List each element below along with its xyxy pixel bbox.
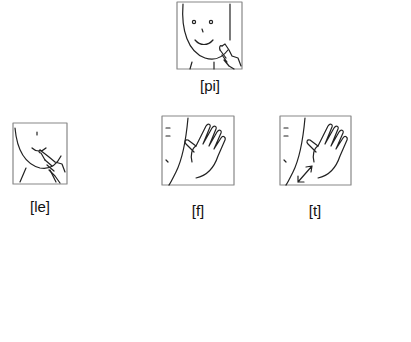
sound-label: [le] (30, 199, 50, 216)
eye (192, 20, 195, 23)
eye (209, 20, 212, 23)
panel-frame (280, 116, 351, 185)
finger (220, 46, 222, 50)
sound-label: [pi] (200, 78, 220, 95)
mouth (195, 40, 213, 45)
face-outline (169, 118, 188, 185)
sound-label: [f] (192, 203, 205, 220)
handshape-panel (177, 2, 242, 69)
eye (284, 128, 288, 136)
panel-frame (13, 123, 67, 184)
eye (166, 128, 170, 136)
nose (36, 132, 37, 135)
face-edge (229, 4, 230, 40)
panel-frame (162, 116, 234, 185)
mouth (284, 160, 286, 162)
sound-label: [t] (309, 203, 322, 220)
thumb (307, 140, 318, 152)
handshape-panel (162, 116, 234, 185)
neck (190, 62, 214, 69)
finger (39, 150, 45, 160)
hand (220, 44, 241, 69)
nose (202, 29, 203, 32)
mouth (166, 160, 168, 162)
handshape-panel (13, 123, 67, 184)
thumb (185, 140, 196, 152)
hand (313, 124, 347, 178)
handshape-panel (280, 116, 351, 185)
movement-arrow (298, 166, 312, 182)
panel-frame (177, 2, 242, 69)
face-outline (286, 118, 305, 185)
neck (20, 168, 56, 182)
face-outline (15, 128, 61, 168)
hand (191, 124, 225, 178)
hand (40, 150, 65, 183)
